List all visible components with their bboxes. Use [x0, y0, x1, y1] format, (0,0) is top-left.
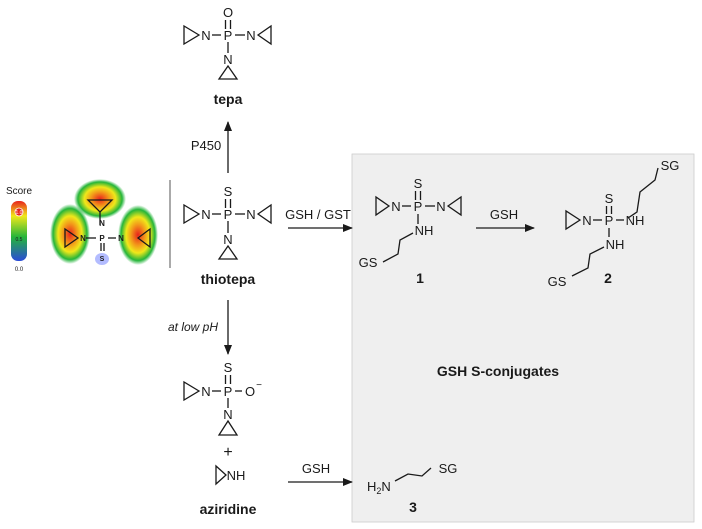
svg-text:NH: NH — [626, 213, 645, 228]
compound-3-label: 3 — [409, 499, 417, 515]
thiophosphate-structure: S P N O − N — [183, 360, 262, 436]
svg-text:NH: NH — [606, 237, 625, 252]
svg-text:P: P — [224, 28, 233, 43]
compound-2-structure: SG S P N NH NH GS 2 — [548, 158, 680, 289]
thiotepa-structure: S P N N N thiotepa — [183, 184, 272, 287]
svg-text:P: P — [224, 384, 233, 399]
heat-blob-top — [74, 179, 126, 219]
aziridine-name: aziridine — [200, 501, 257, 517]
svg-text:S: S — [224, 184, 233, 199]
svg-text:N: N — [391, 199, 400, 214]
svg-text:H2N: H2N — [367, 479, 391, 496]
low-ph-label: at low pH — [168, 320, 218, 334]
svg-text:SG: SG — [439, 461, 458, 476]
svg-text:O: O — [245, 384, 255, 399]
svg-text:P: P — [605, 213, 614, 228]
heat-atom-n1: N — [99, 219, 105, 228]
svg-text:N: N — [223, 232, 232, 247]
heat-blob-right — [118, 205, 158, 265]
score-scale-top — [14, 207, 24, 217]
svg-text:O: O — [223, 5, 233, 20]
gsh-label-2: GSH — [302, 461, 330, 476]
svg-text:N: N — [246, 207, 255, 222]
svg-text:GS: GS — [548, 274, 567, 289]
svg-text:N: N — [201, 384, 210, 399]
svg-text:N: N — [436, 199, 445, 214]
tepa-structure: O P N N N tepa — [183, 5, 272, 107]
heat-atom-p: P — [99, 234, 105, 243]
aziridine-structure: NH aziridine — [200, 464, 257, 517]
gsh-gst-label: GSH / GST — [285, 207, 351, 222]
svg-text:NH: NH — [415, 223, 434, 238]
gsh-label-1: GSH — [490, 207, 518, 222]
svg-text:N: N — [223, 52, 232, 67]
compound-2-label: 2 — [604, 270, 612, 286]
svg-text:NH: NH — [227, 468, 246, 483]
heatmap-figure: Score 1.0 0.5 0.0 N N N P S — [6, 179, 158, 273]
heat-blob-sulfur — [95, 253, 109, 265]
svg-text:P: P — [224, 207, 233, 222]
tepa-name: tepa — [214, 91, 243, 107]
conjugates-box — [351, 153, 695, 523]
thiotepa-name: thiotepa — [201, 271, 256, 287]
svg-text:N: N — [246, 28, 255, 43]
scale-mid-value: 0.5 — [16, 237, 23, 243]
svg-text:N: N — [582, 213, 591, 228]
svg-text:GS: GS — [359, 255, 378, 270]
heat-blob-left — [50, 204, 90, 264]
heat-atom-s: S — [100, 256, 105, 263]
svg-text:SG: SG — [661, 158, 680, 173]
svg-text:P: P — [414, 199, 423, 214]
svg-text:S: S — [414, 176, 423, 191]
svg-text:N: N — [201, 28, 210, 43]
compound-1-structure: S P N N NH GS 1 — [359, 176, 462, 286]
svg-text:N: N — [201, 207, 210, 222]
scale-top-value: 1.0 — [16, 210, 23, 216]
score-scale-bar — [11, 201, 27, 261]
p450-label: P450 — [191, 138, 221, 153]
compound-3-structure: H2N SG 3 — [367, 461, 457, 515]
conjugates-box-title: GSH S-conjugates — [437, 363, 559, 379]
svg-text:N: N — [223, 407, 232, 422]
heat-atom-n3: N — [118, 234, 124, 243]
score-label: Score — [6, 186, 33, 197]
plus-sign: + — [223, 444, 232, 461]
heat-atom-n2: N — [80, 234, 86, 243]
scale-bottom-value: 0.0 — [15, 267, 24, 273]
svg-text:S: S — [605, 191, 614, 206]
svg-text:S: S — [224, 360, 233, 375]
compound-1-label: 1 — [416, 270, 424, 286]
svg-text:−: − — [256, 380, 262, 391]
